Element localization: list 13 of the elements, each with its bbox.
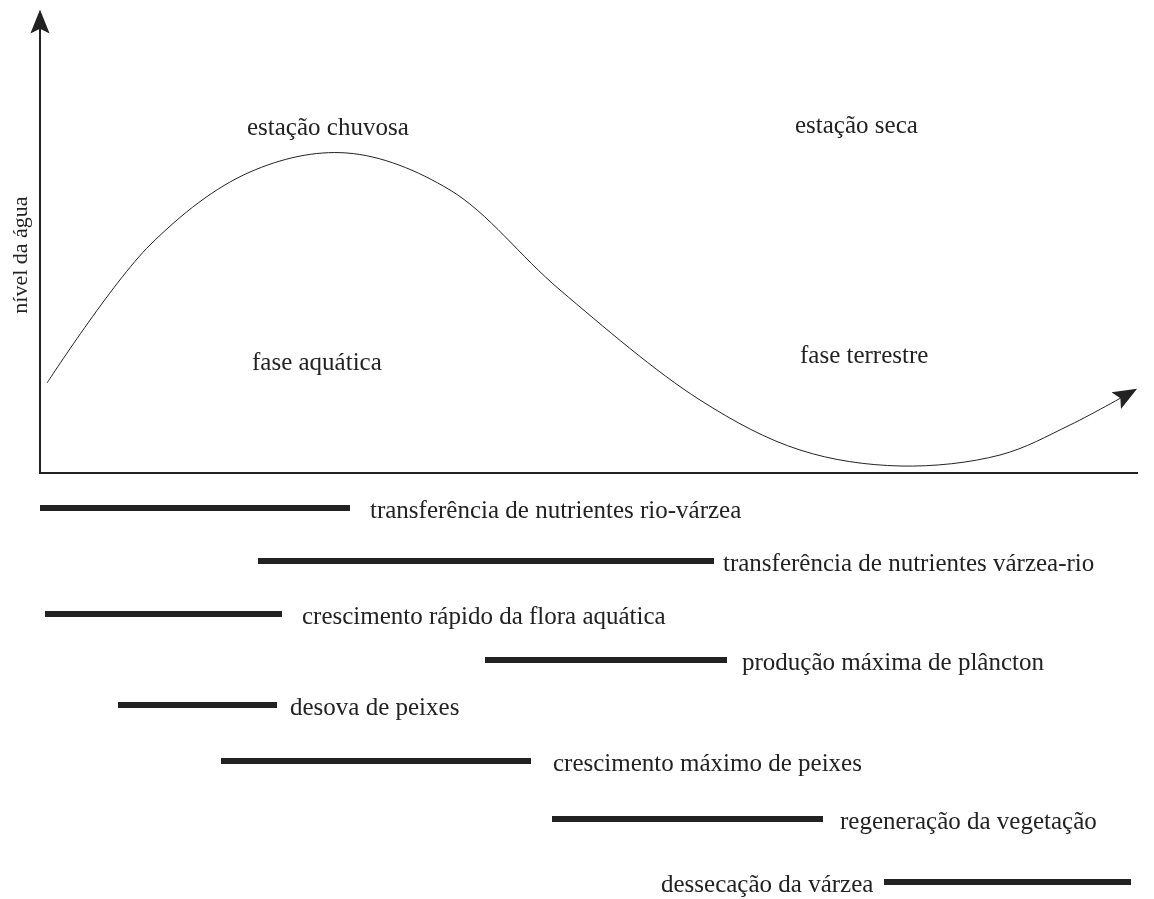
axis-title: nível da água [6, 196, 33, 314]
process-label: crescimento máximo de peixes [553, 748, 862, 778]
process-label: crescimento rápido da flora aquática [302, 601, 666, 631]
phase-label: fase terrestre [800, 340, 929, 370]
process-label: dessecação da várzea [661, 869, 874, 899]
phase-label: estação chuvosa [247, 112, 409, 142]
process-label: regeneração da vegetação [840, 806, 1097, 836]
phase-label: estação seca [795, 110, 918, 140]
process-label: produção máxima de plâncton [742, 647, 1044, 677]
process-label: transferência de nutrientes rio-várzea [370, 495, 742, 525]
process-label: desova de peixes [290, 692, 460, 722]
phase-label: fase aquática [252, 347, 382, 377]
process-label: transferência de nutrientes várzea-rio [723, 548, 1095, 578]
